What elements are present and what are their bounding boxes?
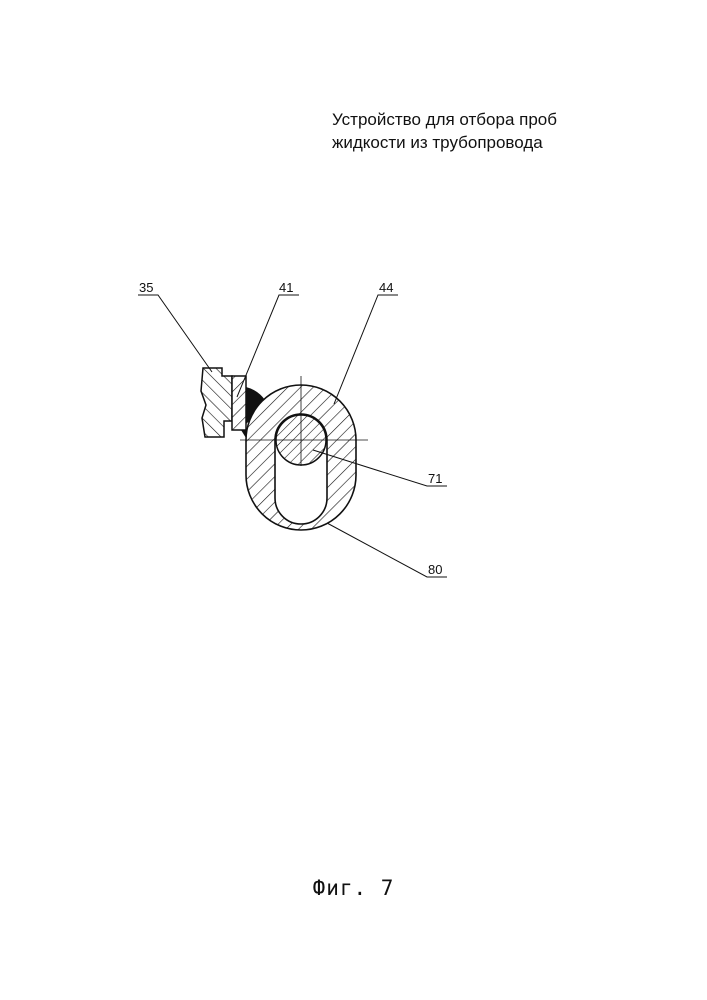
part-35-body (201, 368, 232, 437)
figure-caption: Фиг. 7 (0, 876, 707, 900)
callout-41: 41 (279, 280, 293, 295)
callout-44: 44 (379, 280, 393, 295)
leader-35 (138, 295, 212, 372)
callout-71: 71 (428, 471, 442, 486)
part-41-insert (232, 376, 246, 430)
leader-44 (334, 295, 398, 404)
callout-80: 80 (428, 562, 442, 577)
callout-35: 35 (139, 280, 153, 295)
